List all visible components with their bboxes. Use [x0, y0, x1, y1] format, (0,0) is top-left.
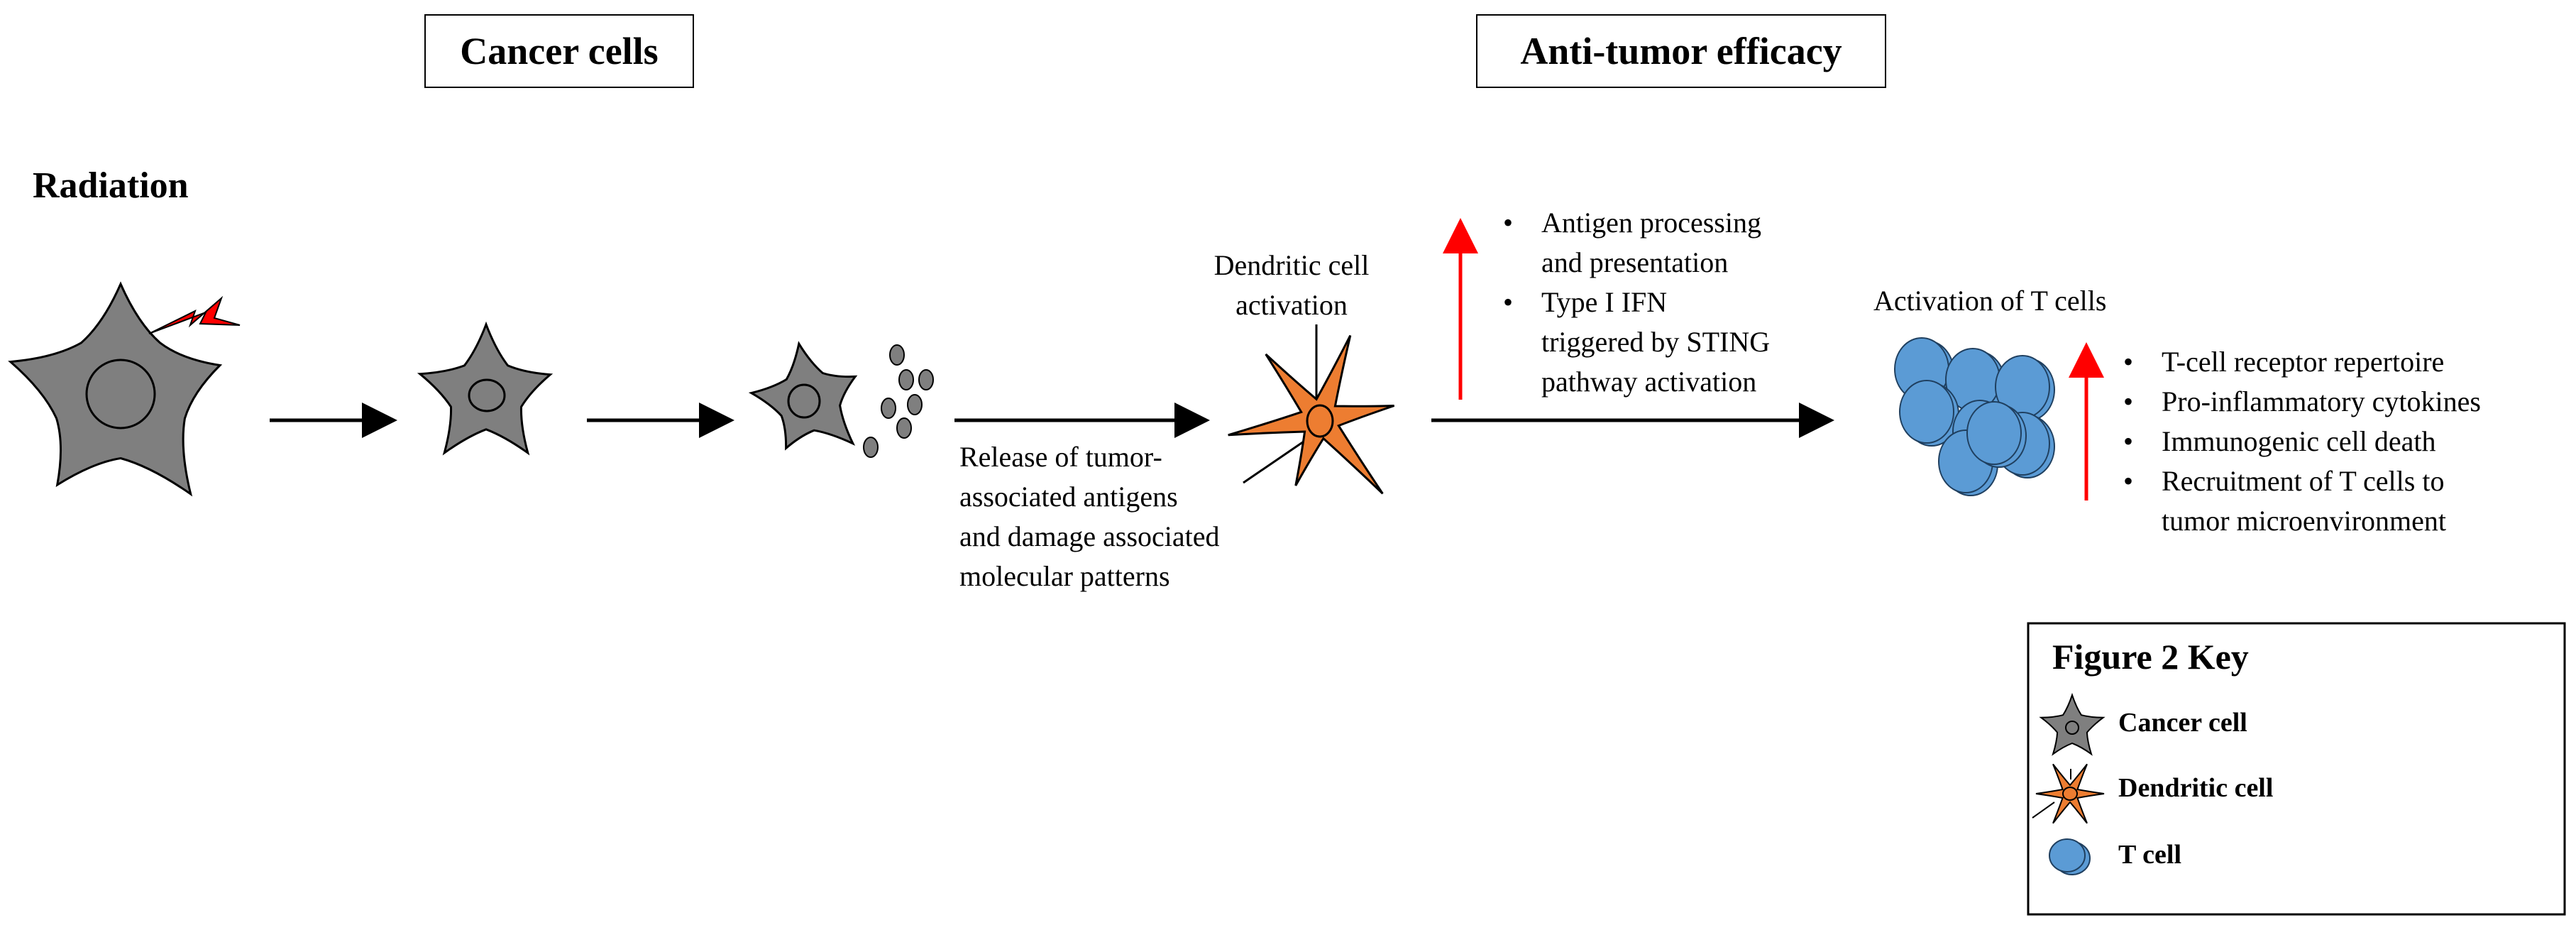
key-t-cell-label: T cell	[2118, 840, 2182, 870]
dendritic-cell	[1228, 324, 1395, 495]
key-dendritic-cell-label: Dendritic cell	[2118, 773, 2274, 803]
t-cell-cluster	[1894, 337, 2055, 496]
t-cell	[1899, 380, 1954, 444]
lightning-bolt-icon	[148, 295, 241, 334]
list-item: Immunogenic cell death	[2123, 422, 2481, 461]
figure-key-title: Figure 2 Key	[2052, 637, 2249, 677]
key-t-cell-icon	[2049, 838, 2091, 875]
anti-tumor-header: Anti-tumor efficacy	[1520, 30, 1842, 72]
t-cell	[1966, 401, 2022, 465]
list-item: Recruitment of T cells to tumor microenv…	[2123, 461, 2481, 541]
cancer-cell-nucleus	[787, 383, 821, 419]
radiation-label: Radiation	[33, 165, 189, 206]
release-label: Release of tumor- associated antigens an…	[959, 441, 1220, 592]
tumor-antigen-fragments	[863, 344, 934, 458]
cancer-cells-header-box: Cancer cells	[424, 14, 694, 88]
cancer-cell-dying	[748, 341, 858, 451]
key-cancer-cell-icon	[2039, 692, 2106, 756]
key-cancer-cell-label: Cancer cell	[2118, 708, 2247, 738]
dendritic-cell-nucleus	[1306, 404, 1334, 438]
cancer-cell-nucleus	[85, 359, 156, 430]
dendritic-activation-label: Dendritic cell activation	[1213, 249, 1370, 321]
cancer-cells-header: Cancer cells	[460, 30, 659, 72]
t-effects-list: T-cell receptor repertoire Pro-inflammat…	[2123, 342, 2481, 541]
dc-effects-list: Antigen processing and presentation Type…	[1503, 203, 1770, 402]
t-activation-label: Activation of T cells	[1873, 285, 2107, 317]
anti-tumor-header-box: Anti-tumor efficacy	[1476, 14, 1886, 88]
key-dendritic-cell-icon	[2032, 763, 2105, 824]
list-item: T-cell receptor repertoire	[2123, 342, 2481, 382]
list-item: Type I IFN triggered by STING pathway ac…	[1503, 283, 1770, 402]
list-item: Pro-inflammatory cytokines	[2123, 382, 2481, 422]
figure-key-box	[2027, 622, 2566, 916]
list-item: Antigen processing and presentation	[1503, 203, 1770, 283]
cancer-cell-large	[8, 281, 223, 497]
cancer-cell-nucleus	[468, 378, 506, 412]
t-cell	[2049, 838, 2086, 872]
cancer-cell-medium	[417, 321, 554, 456]
